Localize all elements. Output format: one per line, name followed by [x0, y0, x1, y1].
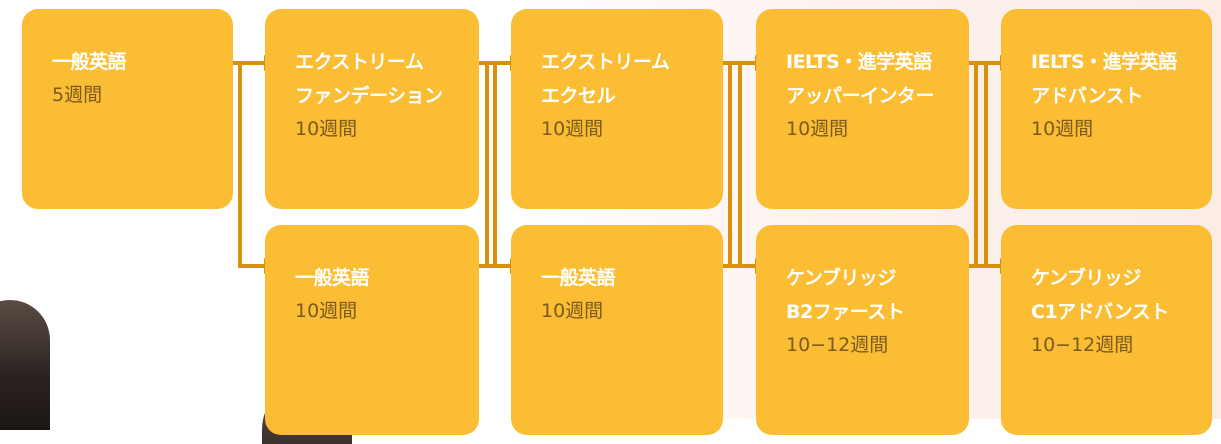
course-general-english-10w-a: 一般英語 10週間: [265, 225, 479, 435]
course-duration: 10週間: [541, 118, 604, 140]
course-duration: 10週間: [786, 118, 849, 140]
course-title: 一般英語: [541, 267, 616, 289]
course-duration: 10週間: [1031, 118, 1094, 140]
course-extreme-foundation: エクストリーム ファンデーション 10週間: [265, 9, 479, 209]
course-cambridge-b2-first: ケンブリッジ B2ファースト 10−12週間: [756, 225, 969, 435]
student-photo-left: [0, 300, 50, 430]
course-title: エクストリーム ファンデーション: [295, 51, 443, 107]
course-duration: 10週間: [541, 300, 604, 322]
course-duration: 10週間: [295, 118, 358, 140]
course-general-english-5w: 一般英語 5週間: [22, 9, 233, 209]
course-duration: 10−12週間: [786, 334, 889, 356]
course-general-english-10w-b: 一般英語 10週間: [511, 225, 723, 435]
course-cambridge-c1-advanced: ケンブリッジ C1アドバンスト 10−12週間: [1001, 225, 1212, 435]
course-title: IELTS・進学英語 アッパーインター: [786, 51, 935, 107]
course-extreme-excel: エクストリーム エクセル 10週間: [511, 9, 723, 209]
course-flow-connectors: [233, 55, 1014, 274]
course-title: IELTS・進学英語 アドバンスト: [1031, 51, 1177, 107]
course-ielts-advanced: IELTS・進学英語 アドバンスト 10週間: [1001, 9, 1212, 209]
course-title: ケンブリッジ C1アドバンスト: [1031, 267, 1169, 323]
course-title: ケンブリッジ B2ファースト: [786, 267, 905, 323]
course-title: 一般英語: [52, 51, 127, 73]
connector-line: [238, 63, 265, 268]
course-title: エクストリーム エクセル: [541, 51, 670, 107]
course-duration: 10週間: [295, 300, 358, 322]
course-ielts-upper-intermediate: IELTS・進学英語 アッパーインター 10週間: [756, 9, 969, 209]
course-duration: 5週間: [52, 84, 103, 106]
course-duration: 10−12週間: [1031, 334, 1134, 356]
course-title: 一般英語: [295, 267, 370, 289]
